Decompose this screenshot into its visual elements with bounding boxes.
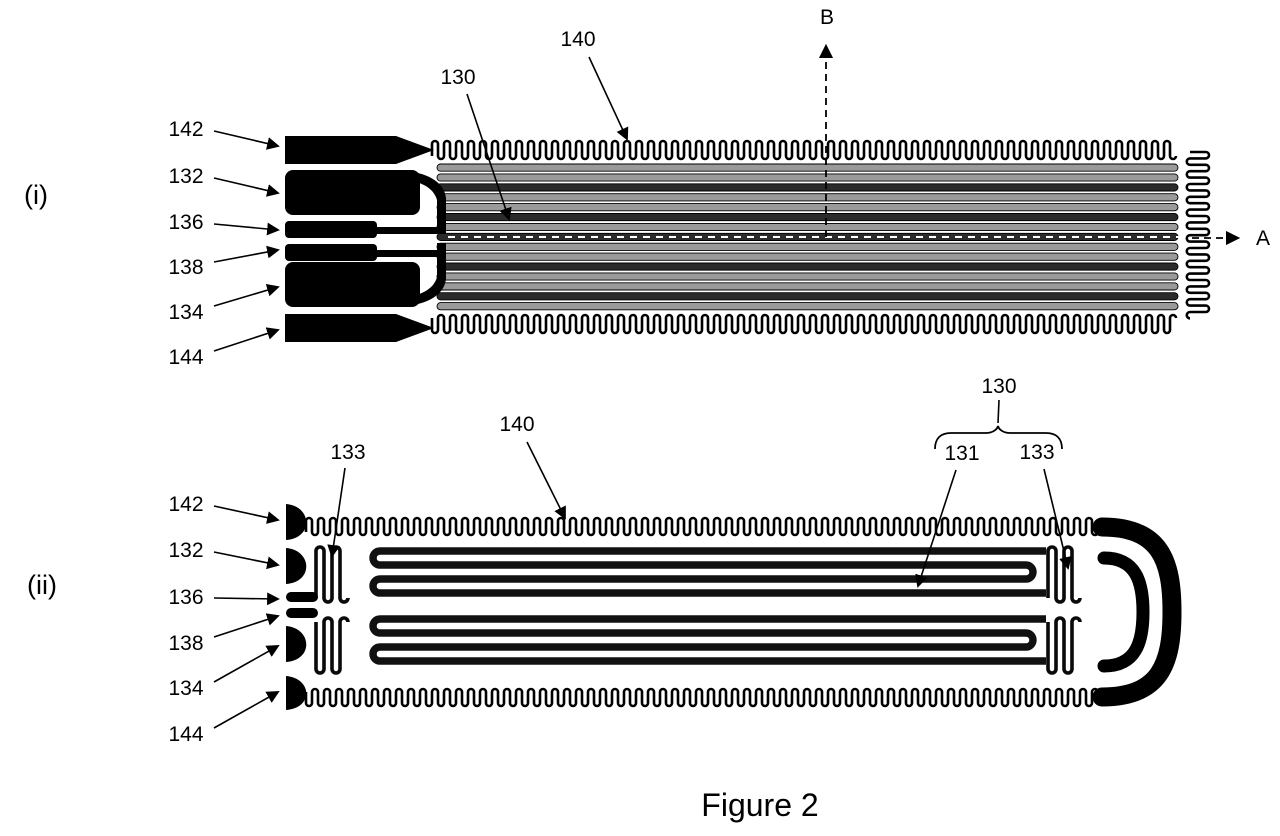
bump-138-lead — [286, 608, 318, 618]
pad-134-bus — [398, 243, 446, 307]
serpentine-upper-right — [1046, 545, 1082, 604]
leader-140-ii — [526, 441, 566, 520]
label-142-ii: 142 — [168, 493, 203, 516]
pad-136 — [285, 221, 377, 238]
leader-130-i — [466, 93, 512, 221]
leader-136-ii — [213, 592, 280, 606]
figure-caption: Figure 2 — [701, 787, 818, 823]
pad-138 — [285, 244, 377, 261]
trace-group-upper — [369, 547, 1046, 597]
label-134-ii: 134 — [168, 677, 203, 700]
label-132: 132 — [168, 165, 203, 188]
leader-142 — [213, 130, 280, 150]
bump-144 — [286, 676, 307, 710]
callout-133-left: 133 — [330, 441, 365, 464]
pad-142 — [285, 136, 434, 164]
leader-132 — [213, 177, 280, 197]
callout-131: 131 — [944, 442, 979, 465]
leader-133-right — [1043, 468, 1072, 570]
leader-140-i — [588, 56, 629, 141]
leader-144 — [213, 327, 280, 352]
label-138: 138 — [168, 256, 203, 279]
label-136: 136 — [168, 211, 203, 234]
right-outer-bracket — [1092, 517, 1182, 707]
pad-132-bus — [398, 170, 446, 234]
label-144: 144 — [168, 346, 203, 369]
leader-132-ii — [213, 551, 280, 570]
diagram-ii: (ii) 142 132 136 138 — [27, 375, 1182, 746]
serpentine-upper-left — [314, 545, 350, 604]
pad-138-lead — [360, 250, 445, 257]
section-a-label: A — [1256, 227, 1270, 250]
serpentine-trace-field — [436, 163, 1179, 311]
diagram-ii-index: (ii) — [27, 570, 57, 600]
section-b-label: B — [820, 6, 834, 29]
label-142: 142 — [168, 118, 203, 141]
callout-130-ii: 130 — [981, 375, 1016, 398]
pad-134 — [285, 262, 420, 307]
label-136-ii: 136 — [168, 586, 203, 609]
callout-140-ii: 140 — [499, 413, 534, 436]
serpentine-lower-left — [314, 616, 350, 675]
bottom-meander-edge-ii — [304, 687, 1100, 708]
top-meander-edge-ii — [304, 516, 1100, 537]
label-144-ii: 144 — [168, 723, 203, 746]
leader-142-ii — [213, 505, 280, 524]
leader-134-ii — [213, 645, 280, 683]
bump-136-lead — [286, 592, 318, 602]
leader-136 — [213, 222, 280, 236]
leader-133-left — [327, 467, 346, 558]
tick-130-ii — [997, 399, 1000, 424]
label-132-ii: 132 — [168, 539, 203, 562]
right-inner-bracket — [1097, 551, 1150, 673]
pad-132 — [285, 170, 420, 215]
leader-134 — [213, 283, 280, 307]
callout-140-i: 140 — [560, 28, 595, 51]
label-134: 134 — [168, 301, 203, 324]
diagram-ii-pad-labels: 142 132 136 138 134 144 — [168, 493, 280, 746]
callout-130-i: 130 — [440, 66, 475, 89]
top-meander-edge — [430, 139, 1178, 161]
leader-131 — [915, 469, 957, 588]
leader-138 — [213, 245, 280, 263]
diagram-i-index: (i) — [24, 180, 48, 210]
bump-142 — [286, 504, 307, 540]
pad-144 — [285, 314, 434, 342]
pad-136-lead — [360, 227, 445, 234]
leader-138-ii — [213, 613, 280, 638]
bump-132 — [286, 548, 307, 584]
diagram-i: (i) 142 132 136 138 134 — [24, 6, 1270, 369]
right-meander-edge — [1185, 150, 1211, 320]
group-brace — [934, 425, 1063, 450]
bump-134 — [286, 626, 307, 662]
serpentine-lower-right — [1046, 616, 1082, 675]
trace-group-lower — [369, 615, 1046, 665]
diagram-i-pad-labels: 142 132 136 138 134 144 — [168, 118, 280, 369]
leader-144-ii — [213, 691, 280, 729]
label-138-ii: 138 — [168, 632, 203, 655]
bottom-meander-edge — [430, 313, 1178, 335]
callout-133-right: 133 — [1019, 441, 1054, 464]
